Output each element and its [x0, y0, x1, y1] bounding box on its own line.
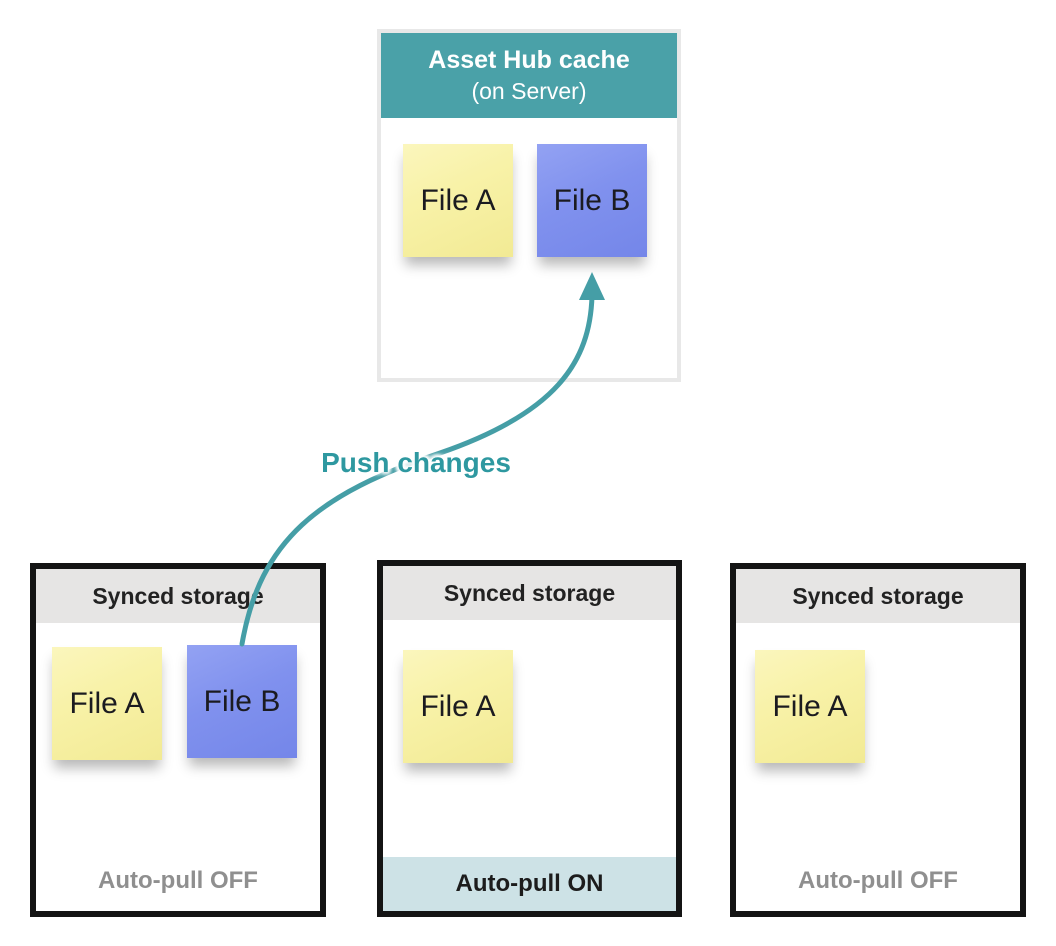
cache-subtitle: (on Server) [471, 78, 587, 105]
storage-2-title: Synced storage [443, 579, 616, 606]
storage-box-1: Synced storage File A File B Auto-pull O… [30, 563, 326, 917]
storage-3-autopull-status: Auto-pull OFF [798, 867, 958, 894]
cache-header: Asset Hub cache (on Server) [381, 33, 677, 118]
storage-2-autopull-status: Auto-pull ON [383, 857, 676, 911]
storage-3-title: Synced storage [792, 582, 964, 609]
storage-1-file-a-note: File A [52, 647, 162, 760]
asset-hub-cache-box: Asset Hub cache (on Server) File A File … [377, 29, 681, 382]
storage-2-file-a-note: File A [403, 650, 513, 763]
storage-1-file-b-note: File B [187, 645, 297, 758]
storage-1-header: Synced storage [36, 569, 320, 623]
file-label: File B [203, 684, 281, 718]
storage-1-autopull-status: Auto-pull OFF [98, 867, 258, 894]
storage-box-3: Synced storage File A Auto-pull OFF [730, 563, 1026, 917]
file-label: File A [420, 689, 496, 723]
push-changes-label: Push changes [321, 447, 511, 478]
cache-title: Asset Hub cache [428, 46, 630, 75]
storage-3-header: Synced storage [736, 569, 1020, 623]
file-label: File A [69, 686, 145, 720]
storage-box-2: Synced storage File A Auto-pull ON [377, 560, 682, 917]
cache-file-a-note: File A [403, 144, 513, 257]
file-label: File B [553, 183, 631, 217]
storage-3-file-a-note: File A [755, 650, 865, 763]
file-label: File A [420, 183, 496, 217]
file-label: File A [772, 689, 848, 723]
storage-2-header: Synced storage [383, 566, 676, 620]
cache-file-b-note: File B [537, 144, 647, 257]
storage-1-title: Synced storage [92, 582, 264, 609]
